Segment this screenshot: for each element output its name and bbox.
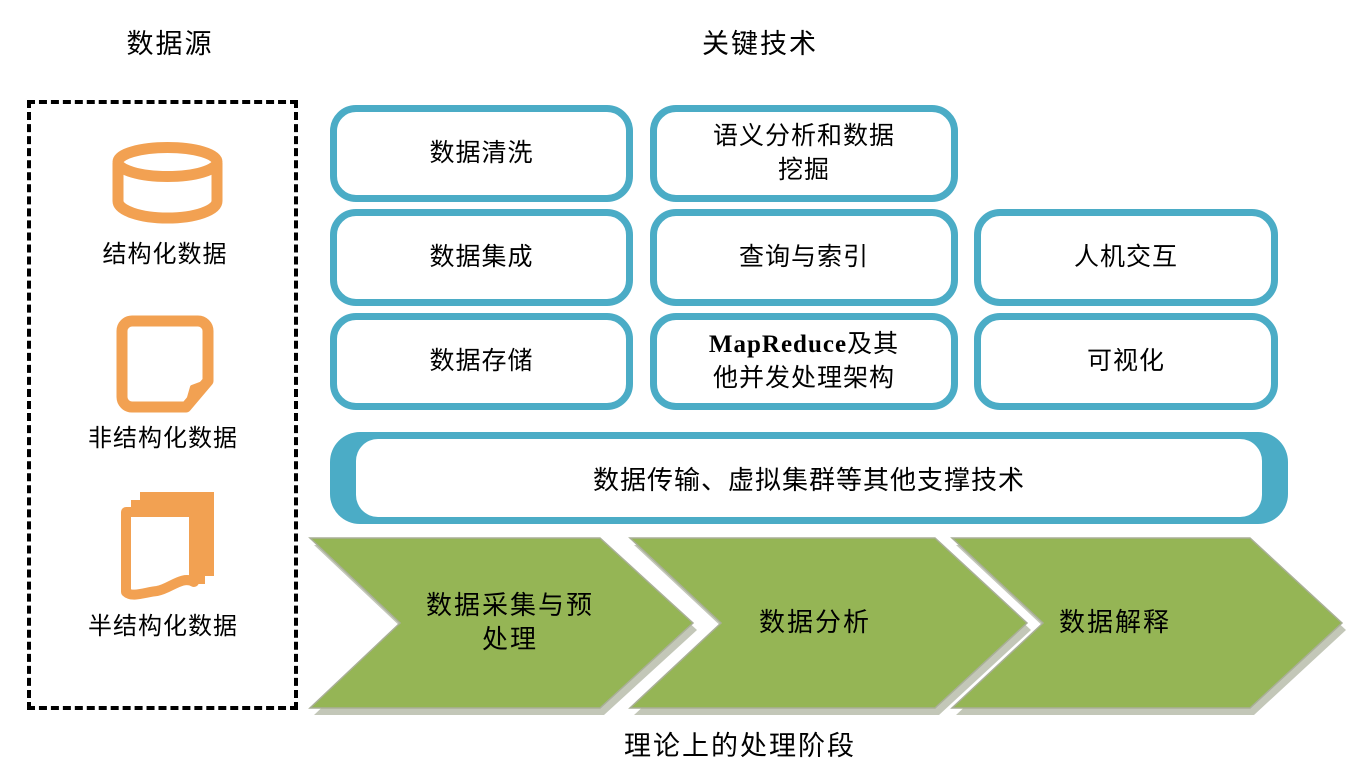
support-technologies-bar: 数据传输、虚拟集群等其他支撑技术	[330, 432, 1288, 524]
tech-box-semantic-analysis: 语义分析和数据 挖掘	[650, 105, 958, 202]
stage-arrow-3	[950, 537, 1344, 709]
stacked-documents-icon	[121, 492, 214, 600]
database-cylinder-icon	[112, 142, 223, 224]
process-stages-arrows	[308, 537, 1346, 715]
stage-label-collection: 数据采集与预 处理	[390, 538, 630, 708]
tech-box-label: 数据清洗	[429, 139, 534, 167]
stage-label-analysis: 数据分析	[695, 538, 935, 708]
tech-box-data-storage: 数据存储	[330, 313, 633, 410]
tech-box-hci: 人机交互	[974, 209, 1278, 306]
tech-box-label-line1: MapReduce及其	[709, 328, 899, 362]
data-sources-title: 数据源	[126, 29, 214, 59]
stage-arrow-1	[308, 537, 695, 709]
tech-box-visualization: 可视化	[974, 313, 1278, 410]
key-technologies-title: 关键技术	[702, 29, 818, 59]
tech-box-label: 数据存储	[429, 347, 534, 375]
tech-box-label: 查询与索引	[738, 243, 869, 271]
arrow-shapes	[308, 537, 1344, 709]
bottom-caption: 理论上的处理阶段	[624, 731, 856, 761]
stage-label-interpretation: 数据解释	[995, 538, 1235, 708]
unstructured-data-label: 非结构化数据	[88, 426, 238, 452]
support-technologies-label: 数据传输、虚拟集群等其他支撑技术	[356, 439, 1262, 517]
stage-label-text: 数据解释	[1058, 608, 1171, 638]
tech-box-label-line2: 挖掘	[777, 156, 830, 184]
document-icon	[116, 315, 214, 413]
tech-box-data-integration: 数据集成	[330, 209, 633, 306]
tech-box-label: 数据集成	[429, 243, 534, 271]
tech-box-data-cleaning: 数据清洗	[330, 105, 633, 202]
semi-structured-data-label: 半结构化数据	[88, 614, 238, 640]
structured-data-label: 结构化数据	[102, 242, 228, 268]
mapreduce-rest-text: 及其	[847, 330, 900, 358]
data-sources-container	[27, 100, 298, 710]
mapreduce-bold-text: MapReduce	[708, 330, 848, 358]
tech-box-label-line1: 语义分析和数据	[712, 122, 895, 150]
tech-box-label-line2: 他并发处理架构	[712, 364, 895, 392]
tech-box-label: 人机交互	[1073, 243, 1178, 271]
tech-box-label: 可视化	[1086, 347, 1165, 375]
tech-box-query-index: 查询与索引	[650, 209, 958, 306]
stage-label-line2: 处理	[481, 625, 538, 654]
stage-label-text: 数据分析	[758, 608, 871, 638]
stage-label-line1: 数据采集与预	[425, 591, 594, 621]
tech-box-mapreduce: MapReduce及其 他并发处理架构	[650, 313, 958, 410]
stage-arrow-2	[628, 537, 1029, 709]
